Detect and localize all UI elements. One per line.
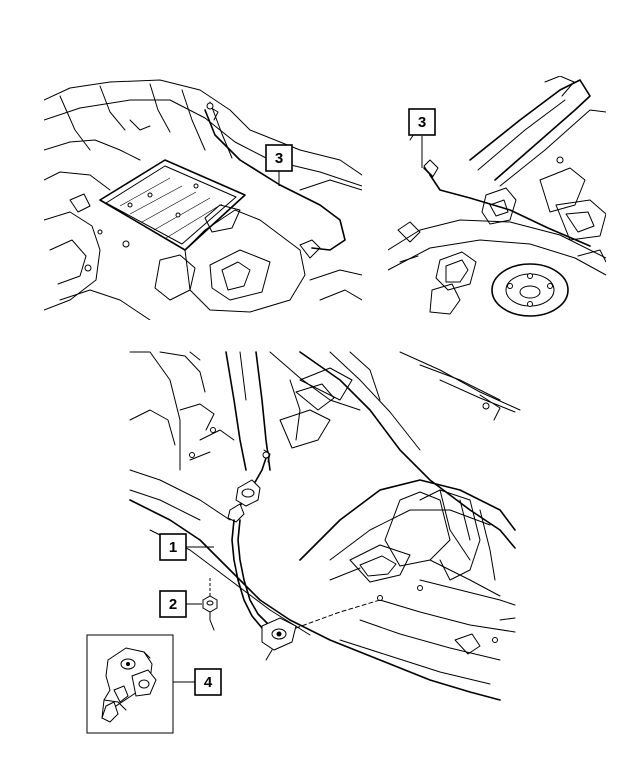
- callout-3a-label: 3: [275, 150, 283, 167]
- inset-clip-detail: [86, 634, 174, 734]
- callout-2-label: 2: [169, 596, 177, 613]
- callout-4: 4: [194, 668, 222, 696]
- main-floor-view: [129, 351, 521, 701]
- callout-1: 1: [159, 533, 187, 561]
- callout-3b-label: 3: [418, 114, 426, 131]
- cable-clip-illustration: [101, 647, 157, 723]
- callout-4-label: 4: [204, 674, 213, 691]
- hex-nut-illustration: [202, 578, 218, 631]
- callout-1-label: 1: [169, 539, 177, 556]
- callout-3b: 3: [408, 108, 436, 136]
- inset-trunk-view: [44, 79, 362, 320]
- inset-clip-view: [388, 76, 606, 317]
- callout-2: 2: [159, 590, 187, 618]
- callout-3a: 3: [265, 144, 293, 172]
- ground-cable-illustration: [227, 449, 381, 661]
